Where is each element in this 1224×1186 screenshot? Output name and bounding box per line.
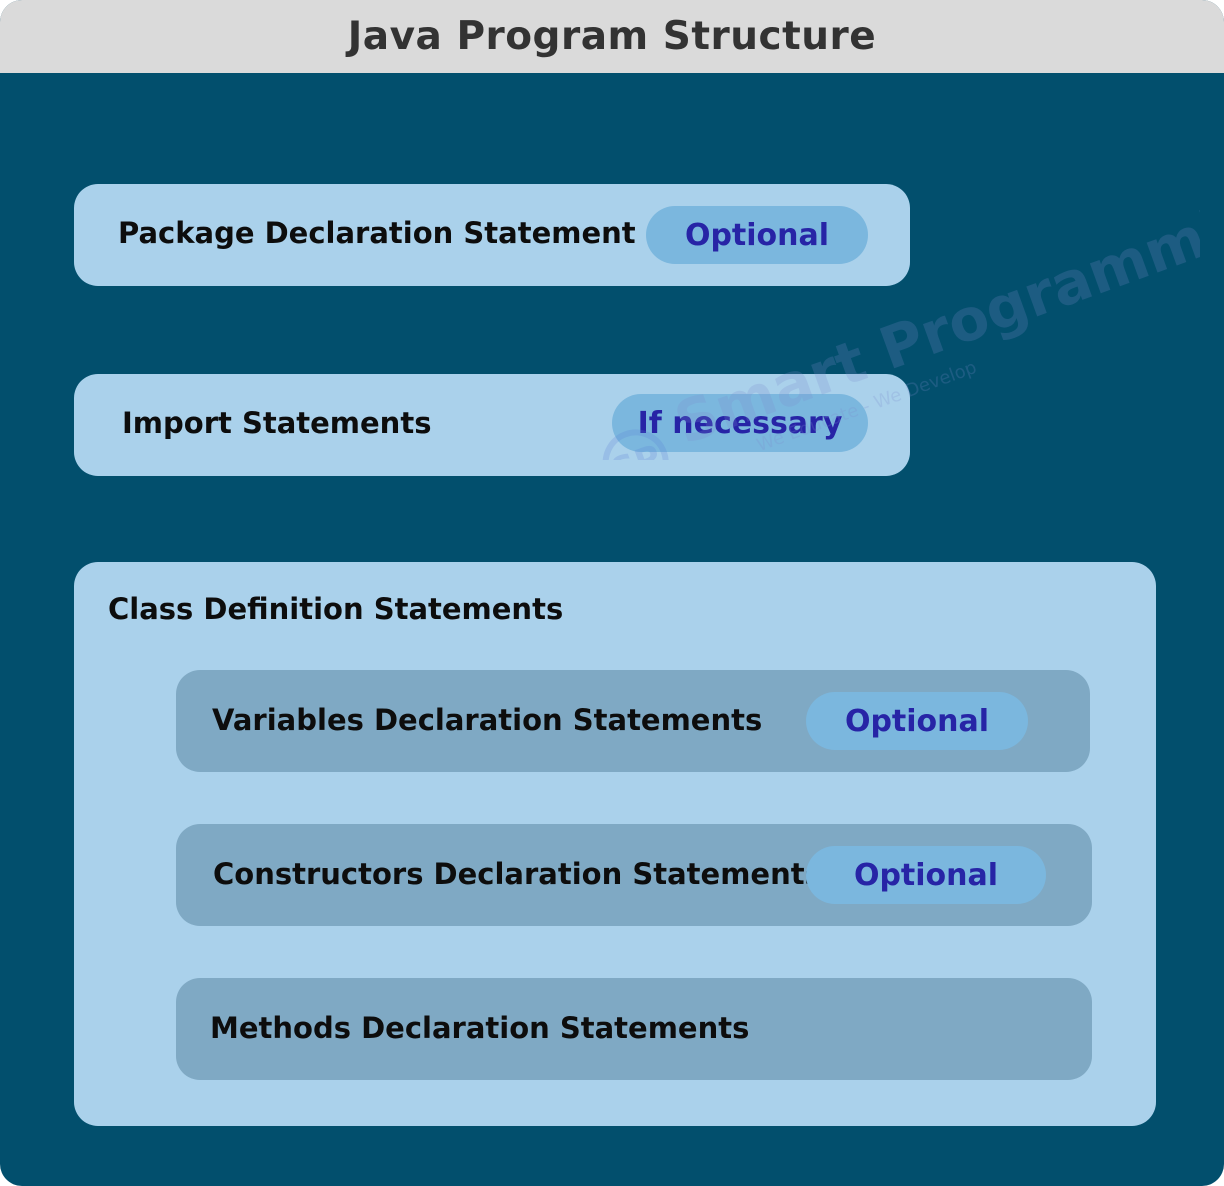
class-definition-label: Class Definition Statements [108, 592, 564, 626]
diagram-title: Java Program Structure [347, 14, 877, 59]
constructors-declaration-box: Constructors Declaration Statements Opti… [176, 824, 1092, 926]
methods-declaration-label: Methods Declaration Statements [210, 1011, 750, 1045]
variables-declaration-box: Variables Declaration Statements Optiona… [176, 670, 1090, 772]
variables-optional-badge: Optional [806, 692, 1028, 750]
import-statements-label: Import Statements [122, 406, 432, 440]
package-declaration-box: Package Declaration Statement Optional [74, 184, 910, 286]
constructors-optional-badge: Optional [806, 846, 1046, 904]
variables-declaration-label: Variables Declaration Statements [212, 703, 763, 737]
package-optional-badge: Optional [646, 206, 868, 264]
package-declaration-label: Package Declaration Statement [118, 216, 636, 250]
constructors-declaration-label: Constructors Declaration Statements [213, 857, 822, 891]
import-statements-box: Import Statements If necessary [74, 374, 910, 476]
class-definition-box: Class Definition Statements Variables De… [74, 562, 1156, 1126]
import-if-necessary-badge: If necessary [612, 394, 868, 452]
methods-declaration-box: Methods Declaration Statements [176, 978, 1092, 1080]
title-bar: Java Program Structure [0, 0, 1224, 73]
